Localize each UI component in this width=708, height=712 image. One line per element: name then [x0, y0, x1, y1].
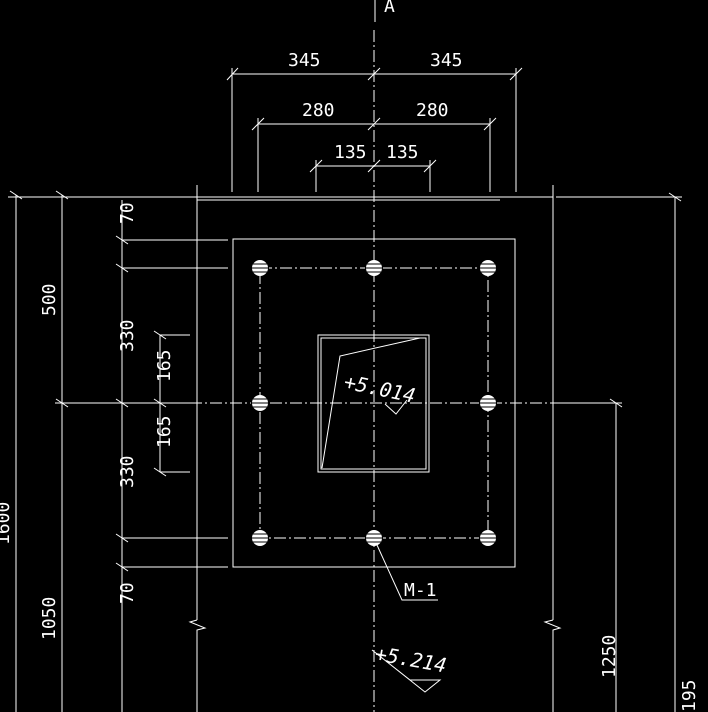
elevation-leader-inner [321, 337, 421, 469]
base-plate-outline [232, 238, 516, 568]
dim-right-195: 195 [679, 679, 700, 712]
column-left-break [188, 619, 207, 712]
elevation-label-inner: +5.014 [342, 369, 418, 407]
elevation-label-lower: +5.214 [373, 641, 448, 677]
left-dimensions [8, 190, 228, 712]
dim-left-165-bottom: 165 [154, 415, 175, 448]
dim-left-70-bottom: 70 [117, 582, 138, 604]
elevation-marker-lower [371, 649, 442, 693]
bolt-callout-label: M-1 [404, 580, 437, 601]
top-dimensions [226, 67, 523, 192]
section-mark-label: A [384, 0, 395, 17]
dim-top-135-left: 135 [334, 142, 367, 163]
dim-left-330-top: 330 [117, 319, 138, 352]
inner-opening-inner [320, 337, 427, 470]
bolt-icon [251, 260, 269, 276]
dim-top-280-left: 280 [302, 100, 335, 121]
dim-top-135-right: 135 [386, 142, 419, 163]
dim-left-70-top: 70 [117, 202, 138, 224]
inner-opening-outer [317, 334, 430, 473]
dim-right-1250: 1250 [599, 635, 620, 678]
bolt-icon [365, 530, 383, 546]
elevation-triangle-inner [384, 399, 408, 415]
right-dimensions [556, 192, 682, 712]
dim-left-500: 500 [39, 283, 60, 316]
bolt-icon [479, 395, 497, 411]
dim-left-165-top: 165 [154, 349, 175, 382]
bolt-icon [251, 395, 269, 411]
dim-top-280-right: 280 [416, 100, 449, 121]
dim-left-1050: 1050 [39, 597, 60, 640]
dim-top-345-left: 345 [288, 50, 321, 71]
bolt-icon [251, 530, 269, 546]
bolt-icon [365, 260, 383, 276]
bolt-icon [479, 530, 497, 546]
dim-left-1600: 1600 [0, 502, 14, 545]
bolt-callout-leader [376, 544, 438, 601]
anchor-bolts [251, 260, 497, 546]
dim-left-330-bottom: 330 [117, 455, 138, 488]
bolt-icon [479, 260, 497, 276]
dim-top-345-right: 345 [430, 50, 463, 71]
column-right-break [543, 619, 562, 712]
